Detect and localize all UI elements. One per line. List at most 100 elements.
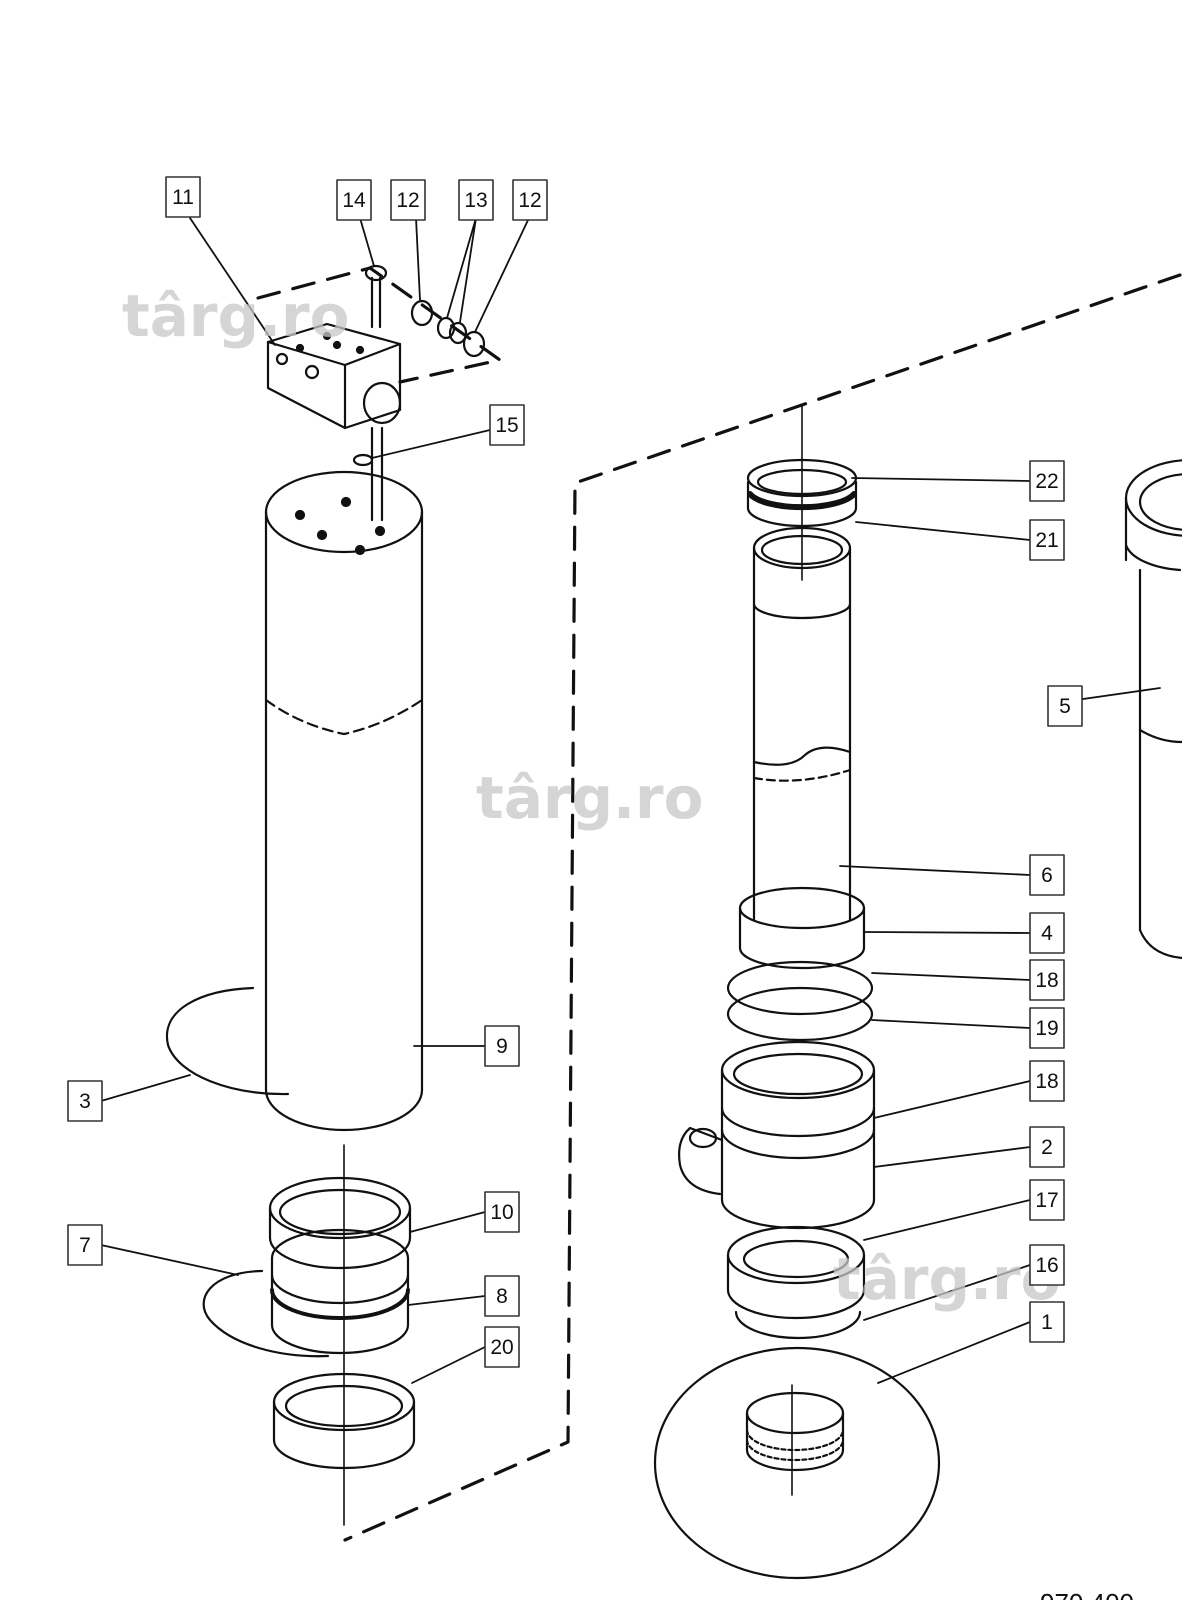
callout-21: 21 [1029,519,1065,561]
callout-box [1029,1301,1065,1343]
callout-number: 19 [1035,1017,1058,1040]
callout-number: 1 [1041,1311,1053,1334]
part-10-ring [268,1176,412,1270]
callout-box [1029,460,1065,502]
part-8-piston [270,1228,410,1355]
callout-7: 7 [67,1224,103,1266]
part-7-wire-ring [202,1269,330,1358]
part-9-cylinder [264,470,424,1132]
callout-box [484,1275,520,1317]
dashed-line-right-frame [343,273,1182,1542]
part-6-rod [752,526,852,922]
callout-number: 18 [1035,969,1058,992]
callout-11: 11 [165,176,201,218]
callout-22: 22 [1029,460,1065,502]
callout-number: 8 [496,1285,508,1308]
callout-box [1047,685,1083,727]
part-15-ring [352,453,374,467]
callout-number: 20 [490,1336,513,1359]
callout-6: 6 [1029,854,1065,896]
callout-number: 22 [1035,470,1058,493]
callout-box [67,1080,103,1122]
part-1-base-plate [653,1346,941,1580]
watermark-top: târg.ro [122,282,349,350]
callout-18: 18 [1029,959,1065,1001]
callout-number: 17 [1035,1189,1058,1212]
callout-8: 8 [484,1275,520,1317]
watermark-bottom: târg.ro [833,1245,1060,1313]
part-5-sleeve [1124,459,1182,960]
callout-16: 16 [1029,1244,1065,1286]
callout-number: 3 [79,1090,91,1113]
callout-box [1029,912,1065,954]
part-20-ring [272,1372,416,1470]
callout-number: 15 [495,414,518,437]
callout-box [512,179,548,221]
parts-22-21-top-rings [746,458,858,528]
callout-box [484,1025,520,1067]
callout-number: 9 [496,1035,508,1058]
callout-number: 16 [1035,1254,1058,1277]
callout-box [336,179,372,221]
callout-12: 12 [512,179,548,221]
callout-number: 12 [518,189,541,212]
callout-17: 17 [1029,1179,1065,1221]
callout-box [484,1326,520,1368]
callout-number: 12 [396,189,419,212]
parts-17-16-lower-rings [726,1225,866,1340]
callout-2: 2 [1029,1126,1065,1168]
callout-number: 21 [1035,529,1058,552]
callout-3: 3 [67,1080,103,1122]
part-3-wire-ring [165,986,290,1096]
callout-box [1029,1126,1065,1168]
callout-number: 2 [1041,1136,1053,1159]
callout-19: 19 [1029,1007,1065,1049]
callout-box [1029,1179,1065,1221]
callout-1: 1 [1029,1301,1065,1343]
callout-box [1029,959,1065,1001]
watermark-middle: târg.ro [476,764,703,832]
drawing-code: 970 400 [1040,1588,1134,1600]
callout-box [1029,519,1065,561]
callout-box [484,1191,520,1233]
dashed-line-top-block [256,266,502,384]
assembly-guide-lines [256,266,1182,1542]
callout-box [390,179,426,221]
callout-box [165,176,201,218]
callout-13: 13 [458,179,494,221]
callout-number: 18 [1035,1070,1058,1093]
leader-lines [100,217,1161,1384]
callout-box [458,179,494,221]
part-4-bushing [738,886,866,970]
callout-4: 4 [1029,912,1065,954]
callout-15: 15 [489,404,525,446]
watermarks: târg.ro târg.ro târg.ro [122,282,1060,1313]
callout-number: 4 [1041,922,1053,945]
callout-box [1029,854,1065,896]
callout-number: 10 [490,1201,513,1224]
callout-9: 9 [484,1025,520,1067]
callout-number: 5 [1059,695,1071,718]
callout-box [1029,1060,1065,1102]
callout-5: 5 [1047,685,1083,727]
part-11-valve-block [266,322,402,522]
callout-number: 14 [342,189,366,212]
callout-14: 14 [336,179,372,221]
part-14-pin [364,264,388,329]
callout-number: 6 [1041,864,1053,887]
parts-12-13-orings [410,299,486,358]
callout-box [489,404,525,446]
callout-box [1029,1007,1065,1049]
callout-number: 7 [79,1234,91,1257]
callout-20: 20 [484,1326,520,1368]
callout-box [1029,1244,1065,1286]
parts-18-19-seals [726,960,874,1042]
callout-number: 11 [172,186,194,209]
callout-18: 18 [1029,1060,1065,1102]
callout-10: 10 [484,1191,520,1233]
part-2-housing [678,1040,876,1230]
callout-number: 13 [464,189,487,212]
